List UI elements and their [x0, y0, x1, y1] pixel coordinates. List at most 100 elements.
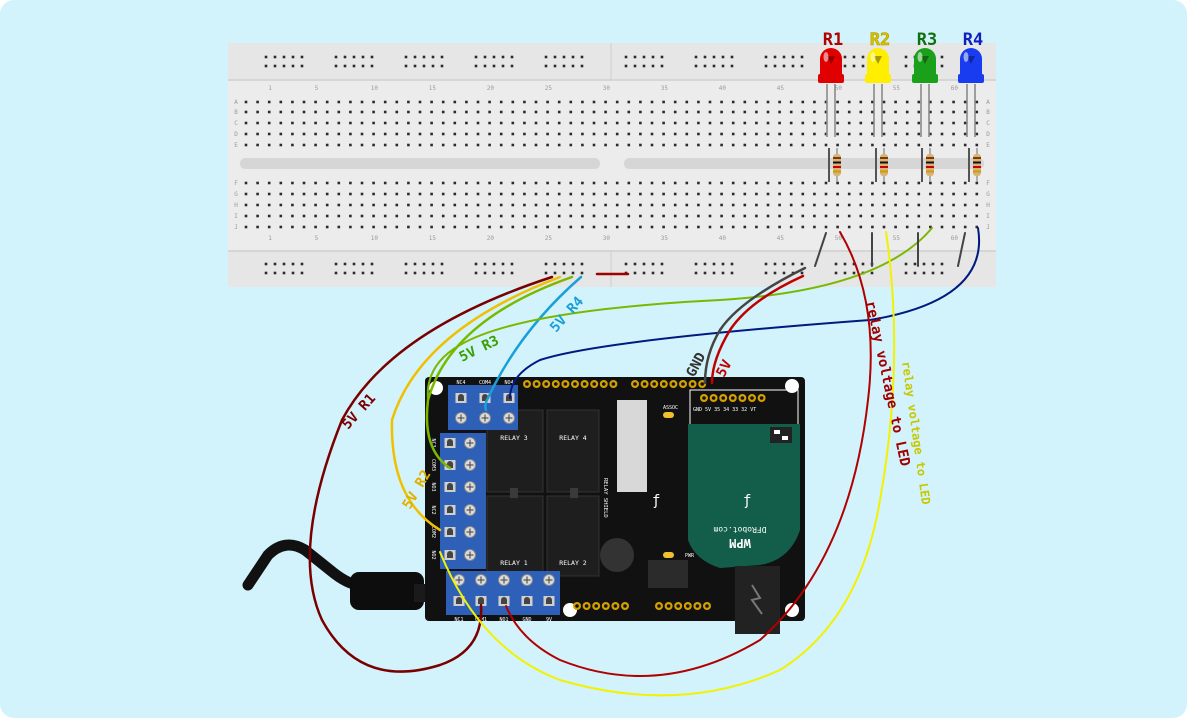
- breadboard-hole: [349, 225, 352, 229]
- resistor-band: [973, 170, 981, 173]
- breadboard-hole: [697, 132, 700, 136]
- breadboard-hole: [708, 203, 712, 207]
- breadboard-hole: [279, 100, 283, 104]
- breadboard-hole: [418, 110, 422, 114]
- breadboard-hole: [302, 132, 306, 136]
- header-pin-hole: [613, 604, 618, 608]
- rail-hole: [624, 262, 628, 266]
- breadboard-hole: [256, 225, 259, 229]
- breadboard-hole: [685, 143, 689, 147]
- breadboard-hole: [801, 132, 805, 136]
- breadboard-hole: [917, 132, 921, 136]
- breadboard-hole: [604, 214, 607, 218]
- breadboard-hole: [453, 121, 457, 125]
- breadboard-column-number: 50: [835, 85, 843, 92]
- breadboard-hole: [279, 203, 283, 207]
- rail-hole: [510, 55, 514, 59]
- led-die: [967, 56, 975, 64]
- rail-hole: [843, 55, 847, 59]
- breadboard-hole: [766, 192, 770, 196]
- breadboard-column-number: 35: [661, 85, 669, 92]
- breadboard-hole: [337, 181, 341, 185]
- rail-hole: [370, 262, 374, 266]
- rail-hole: [712, 64, 716, 68]
- breadboard-hole: [488, 181, 491, 185]
- wires: [308, 227, 981, 697]
- breadboard-hole: [534, 143, 538, 147]
- breadboard-hole: [963, 132, 967, 136]
- breadboard-hole: [673, 110, 677, 114]
- breadboard-hole: [824, 132, 828, 136]
- breadboard-hole: [372, 110, 375, 114]
- rail-hole: [940, 271, 944, 275]
- relay-shield: RELAY 3 RELAY 4 RELAY 1 RELAY 2 RELAY SH…: [425, 377, 805, 634]
- breadboard-row-letter: I: [234, 213, 238, 220]
- breadboard-hole: [569, 192, 573, 196]
- wire-r3: [425, 275, 574, 470]
- breadboard-row-letter: A: [234, 99, 238, 106]
- rail-hole: [404, 262, 408, 266]
- wire-gnd: [703, 266, 807, 385]
- rail-hole: [370, 55, 374, 59]
- breadboard-hole: [905, 121, 909, 125]
- breadboard-hole: [325, 110, 329, 114]
- breadboard-hole: [314, 192, 317, 196]
- rail-hole: [483, 271, 487, 275]
- breadboard-hole: [256, 214, 259, 218]
- breadboard-hole: [639, 214, 642, 218]
- breadboard-hole: [604, 110, 607, 114]
- breadboard-hole: [511, 225, 515, 229]
- breadboard-hole: [383, 203, 387, 207]
- breadboard-hole: [650, 225, 654, 229]
- breadboard-hole: [314, 214, 317, 218]
- breadboard-row-letter: C: [986, 120, 990, 127]
- breadboard-hole: [778, 192, 781, 196]
- header-pin-hole: [633, 382, 637, 386]
- breadboard-hole: [349, 181, 352, 185]
- terminal-label-left: NC2: [430, 505, 436, 514]
- breadboard-hole: [499, 203, 503, 207]
- breadboard-hole: [789, 121, 793, 125]
- breadboard-hole: [418, 132, 422, 136]
- breadboard-hole: [557, 203, 561, 207]
- mount-hole-tr: [785, 379, 799, 393]
- terminal-opening: [524, 597, 530, 604]
- breadboard-hole: [627, 181, 631, 185]
- breadboard-column-number: 50: [835, 235, 843, 242]
- breadboard-hole: [453, 192, 457, 196]
- rail-hole: [712, 271, 716, 275]
- breadboard-hole: [592, 121, 596, 125]
- breadboard-hole: [859, 121, 863, 125]
- breadboard-hole: [685, 121, 689, 125]
- breadboard-hole: [743, 192, 747, 196]
- breadboard-hole: [743, 143, 747, 147]
- dc-jack: [735, 566, 780, 634]
- breadboard-hole: [383, 121, 387, 125]
- breadboard-hole: [662, 143, 665, 147]
- breadboard-hole: [325, 132, 329, 136]
- rail-hole: [562, 64, 566, 68]
- breadboard-row-letter: D: [234, 131, 238, 138]
- terminal-opening: [501, 597, 507, 604]
- rail-hole: [913, 262, 917, 266]
- breadboard-hole: [836, 121, 839, 125]
- breadboard-hole: [302, 110, 306, 114]
- breadboard-hole: [267, 225, 271, 229]
- breadboard-row-letter: H: [986, 202, 990, 209]
- breadboard-hole: [557, 181, 561, 185]
- breadboard-hole: [627, 192, 631, 196]
- breadboard-hole: [847, 132, 851, 136]
- breadboard-hole: [395, 121, 399, 125]
- breadboard-hole: [314, 121, 317, 125]
- breadboard-hole: [534, 181, 538, 185]
- rail-hole: [571, 262, 575, 266]
- terminal-label-top: COM4: [479, 380, 491, 386]
- breadboard-hole: [755, 121, 758, 125]
- breadboard-hole: [523, 181, 526, 185]
- breadboard-hole: [697, 203, 700, 207]
- breadboard-row-letter: I: [986, 213, 990, 220]
- terminal-opening: [458, 394, 464, 401]
- breadboard-hole: [349, 192, 352, 196]
- breadboard-hole: [778, 203, 781, 207]
- breadboard-hole: [905, 100, 909, 104]
